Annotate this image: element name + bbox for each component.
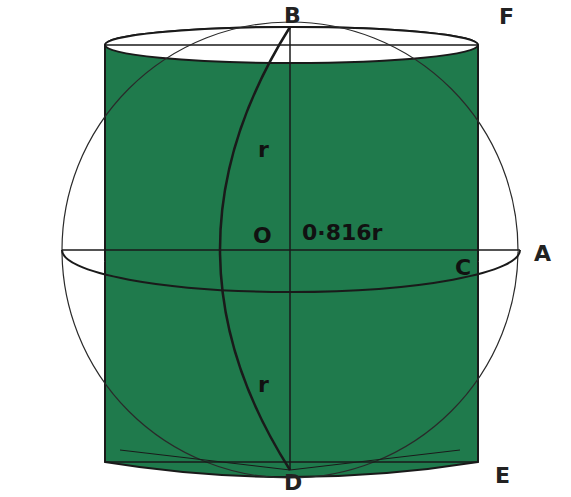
- bottom-chord: [120, 450, 290, 470]
- equator-cap-right: [478, 250, 520, 262]
- point-label: E: [495, 465, 510, 487]
- point-label: O: [253, 225, 272, 247]
- meridian: [220, 27, 290, 470]
- dimension-label: 0·816r: [302, 222, 382, 244]
- bottom-chord: [290, 450, 460, 470]
- cylinder-top: [105, 27, 478, 63]
- point-label: B: [284, 5, 301, 27]
- horizontal-diameter: [62, 249, 520, 251]
- equator: [62, 250, 520, 292]
- top-diameter: [105, 44, 478, 46]
- bottom-diameter: [105, 461, 478, 463]
- radius-label: r: [258, 139, 269, 161]
- equator-cap-left: [62, 250, 105, 262]
- cylinder-body: [105, 27, 478, 477]
- vertical-axis: [289, 27, 291, 470]
- point-label: C: [455, 257, 471, 279]
- point-label: A: [534, 243, 551, 265]
- point-label: F: [499, 6, 514, 28]
- point-label: D: [284, 472, 302, 494]
- radius-label: r: [258, 374, 269, 396]
